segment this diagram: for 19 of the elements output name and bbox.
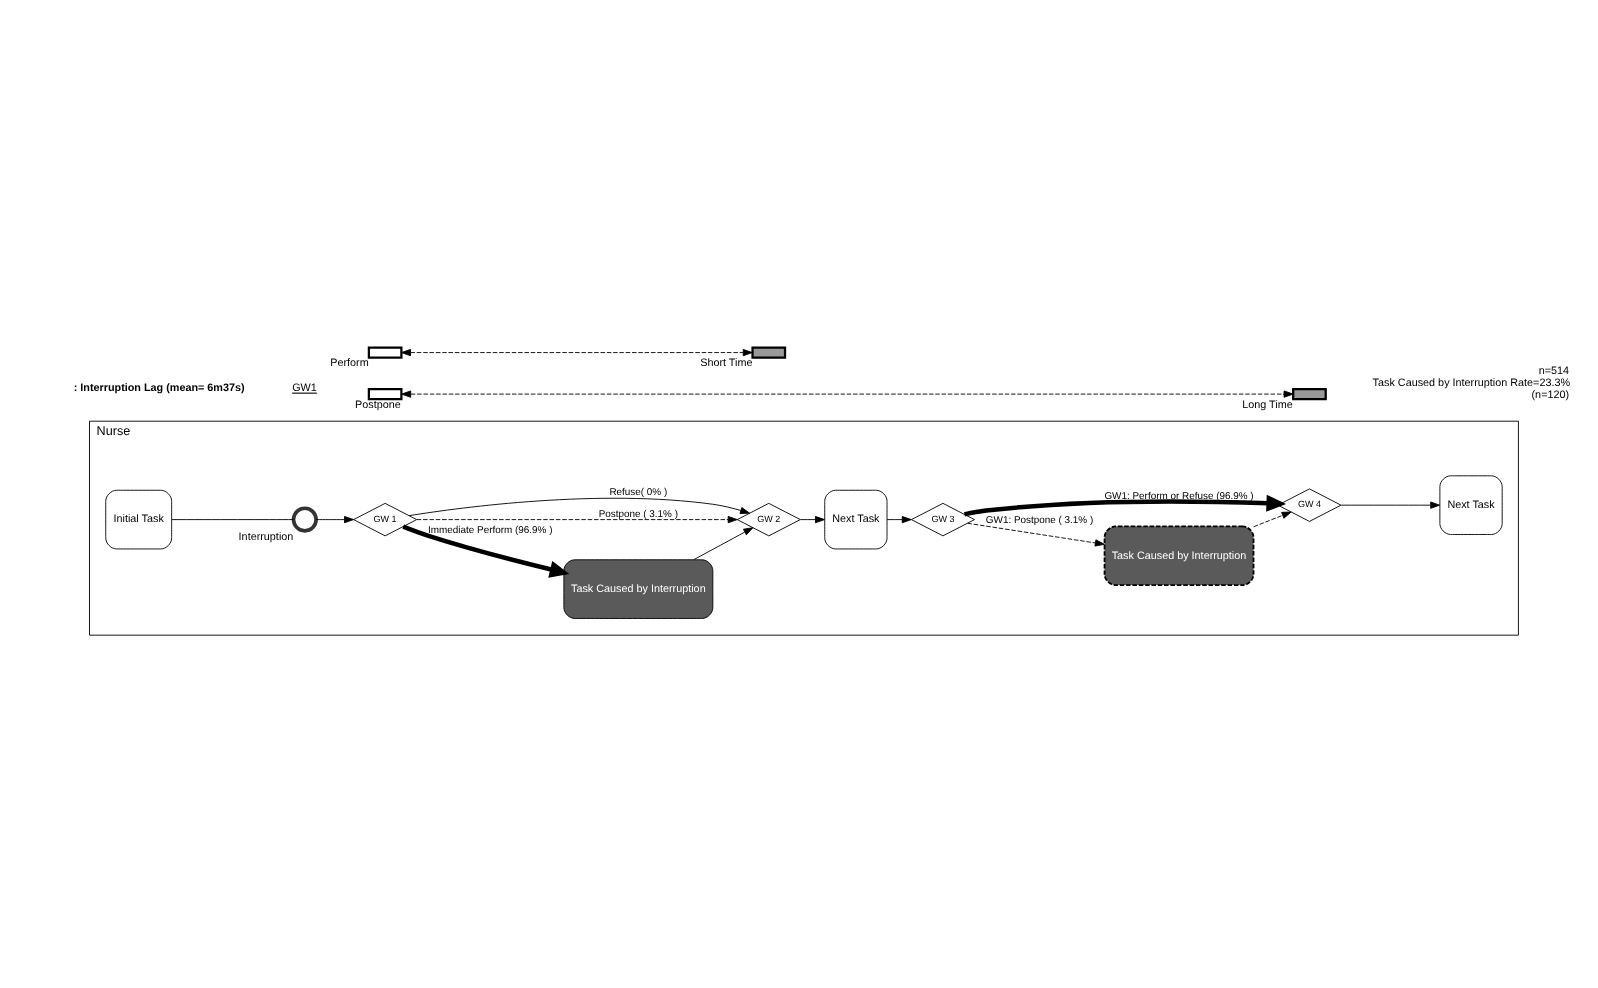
arrow xyxy=(1340,500,1441,508)
arrow xyxy=(401,389,1294,397)
arrow xyxy=(967,521,1105,546)
arrow xyxy=(416,515,738,523)
node-box xyxy=(751,345,787,358)
connector xyxy=(171,518,294,520)
arrow xyxy=(402,523,570,577)
node-box xyxy=(367,345,403,358)
node-circle xyxy=(291,505,318,532)
arrow xyxy=(315,515,354,523)
arrow xyxy=(800,515,825,523)
arrow xyxy=(693,526,754,560)
node-box xyxy=(367,387,403,400)
node-box xyxy=(1292,387,1327,400)
arrow xyxy=(886,515,912,523)
arrow xyxy=(963,493,1287,516)
arrow xyxy=(401,347,753,356)
arrow xyxy=(408,496,750,516)
arrow xyxy=(1253,510,1292,527)
